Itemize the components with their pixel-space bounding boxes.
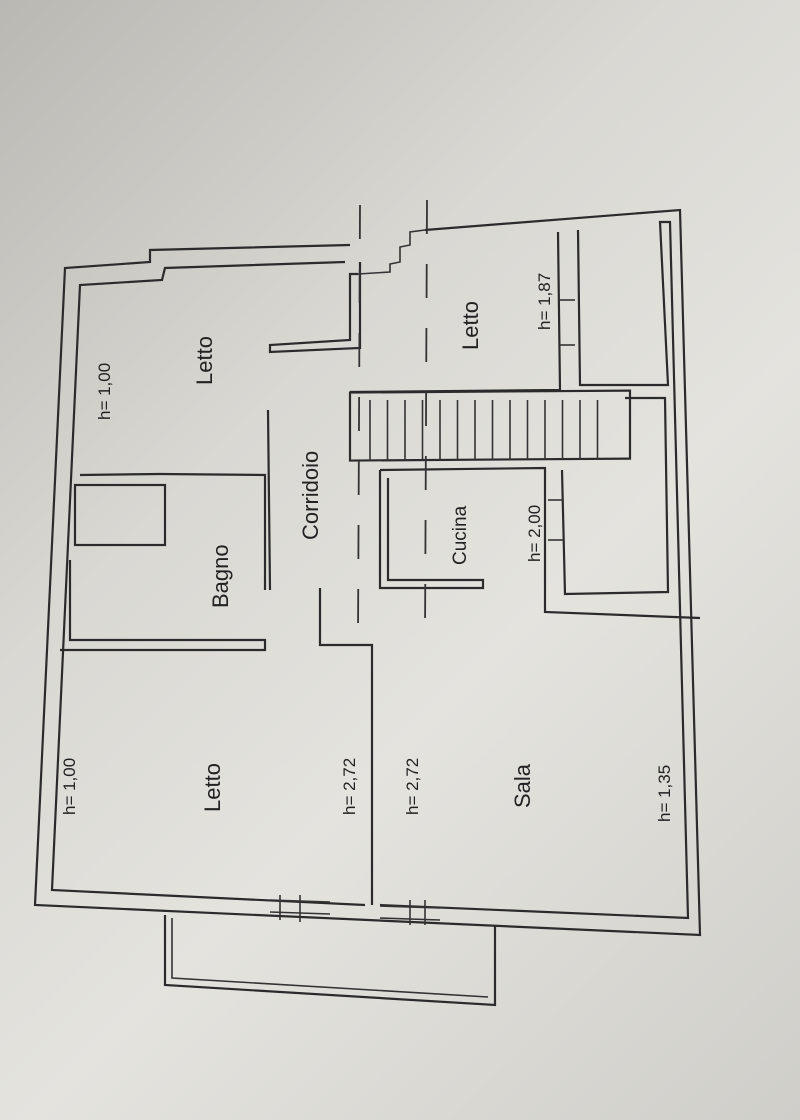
balcony [163,915,497,1007]
cucina-wall [379,466,701,620]
room-label-corridoio: Corridoio [298,451,323,540]
balcony-inner [171,918,489,998]
height-label-letto-top: h= 1,00 [95,363,114,420]
room-label-letto-top: Letto [192,336,217,385]
room-label-letto-right: Letto [458,301,483,350]
entrance-steps [357,229,426,275]
room-label-cucina: Cucina [450,505,471,565]
room-label-letto-bottom: Letto [200,763,225,812]
height-label-corridor-left: h= 2,72 [340,758,359,815]
letto-bottom-wall [318,588,374,905]
dashed-line-left [357,204,361,641]
storage-room-wall [560,396,670,596]
dashed-line-right [424,199,428,641]
cucina-wall-inner [378,470,485,590]
stair-steps [369,400,599,460]
height-label-letto-bottom: h= 1,00 [60,758,79,815]
height-label-cucina: h= 2,00 [525,505,544,562]
outer-wall [33,208,702,937]
bagno-wall [79,472,267,590]
room-label-sala: Sala [510,763,535,808]
height-label-corridor-right: h= 2,72 [403,758,422,815]
staircase [348,389,632,462]
room-label-bagno: Bagno [208,544,233,608]
height-label-sala: h= 1,35 [655,765,674,822]
windows [269,299,575,925]
outer-wall-inner [50,260,366,907]
bagno-closet [73,483,167,547]
corridor-wall-left [266,409,272,591]
bagno-lower-wall [60,560,267,652]
height-label-letto-right: h= 1,87 [535,273,554,330]
outer-wall-inner-right [379,220,690,920]
